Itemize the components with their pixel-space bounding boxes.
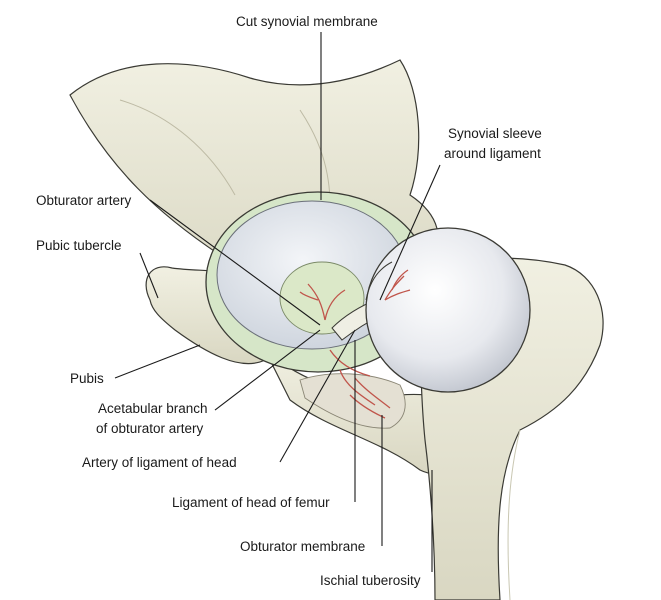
head-arteries	[384, 269, 411, 301]
label-pubic-tubercle: Pubic tubercle	[36, 238, 122, 253]
label-pubis: Pubis	[70, 371, 104, 386]
label-artery-of-ligament: Artery of ligament of head	[82, 455, 237, 470]
leader-lines	[114, 32, 441, 572]
label-synovial-sleeve-2: around ligament	[444, 146, 541, 161]
label-obturator-membrane: Obturator membrane	[240, 539, 365, 554]
acetabular-fossa	[279, 261, 365, 335]
obturator-membrane-shape	[299, 373, 406, 429]
label-synovial-sleeve-1: Synovial sleeve	[448, 126, 542, 141]
label-cut-synovial-membrane: Cut synovial membrane	[236, 14, 378, 29]
label-ligament-of-head: Ligament of head of femur	[172, 495, 330, 510]
label-acetabular-branch-1: Acetabular branch	[98, 401, 208, 416]
label-obturator-artery: Obturator artery	[36, 193, 132, 208]
label-ischial-tuberosity: Ischial tuberosity	[320, 573, 421, 588]
femoral-head	[365, 227, 531, 393]
label-acetabular-branch-2: of obturator artery	[96, 421, 204, 436]
